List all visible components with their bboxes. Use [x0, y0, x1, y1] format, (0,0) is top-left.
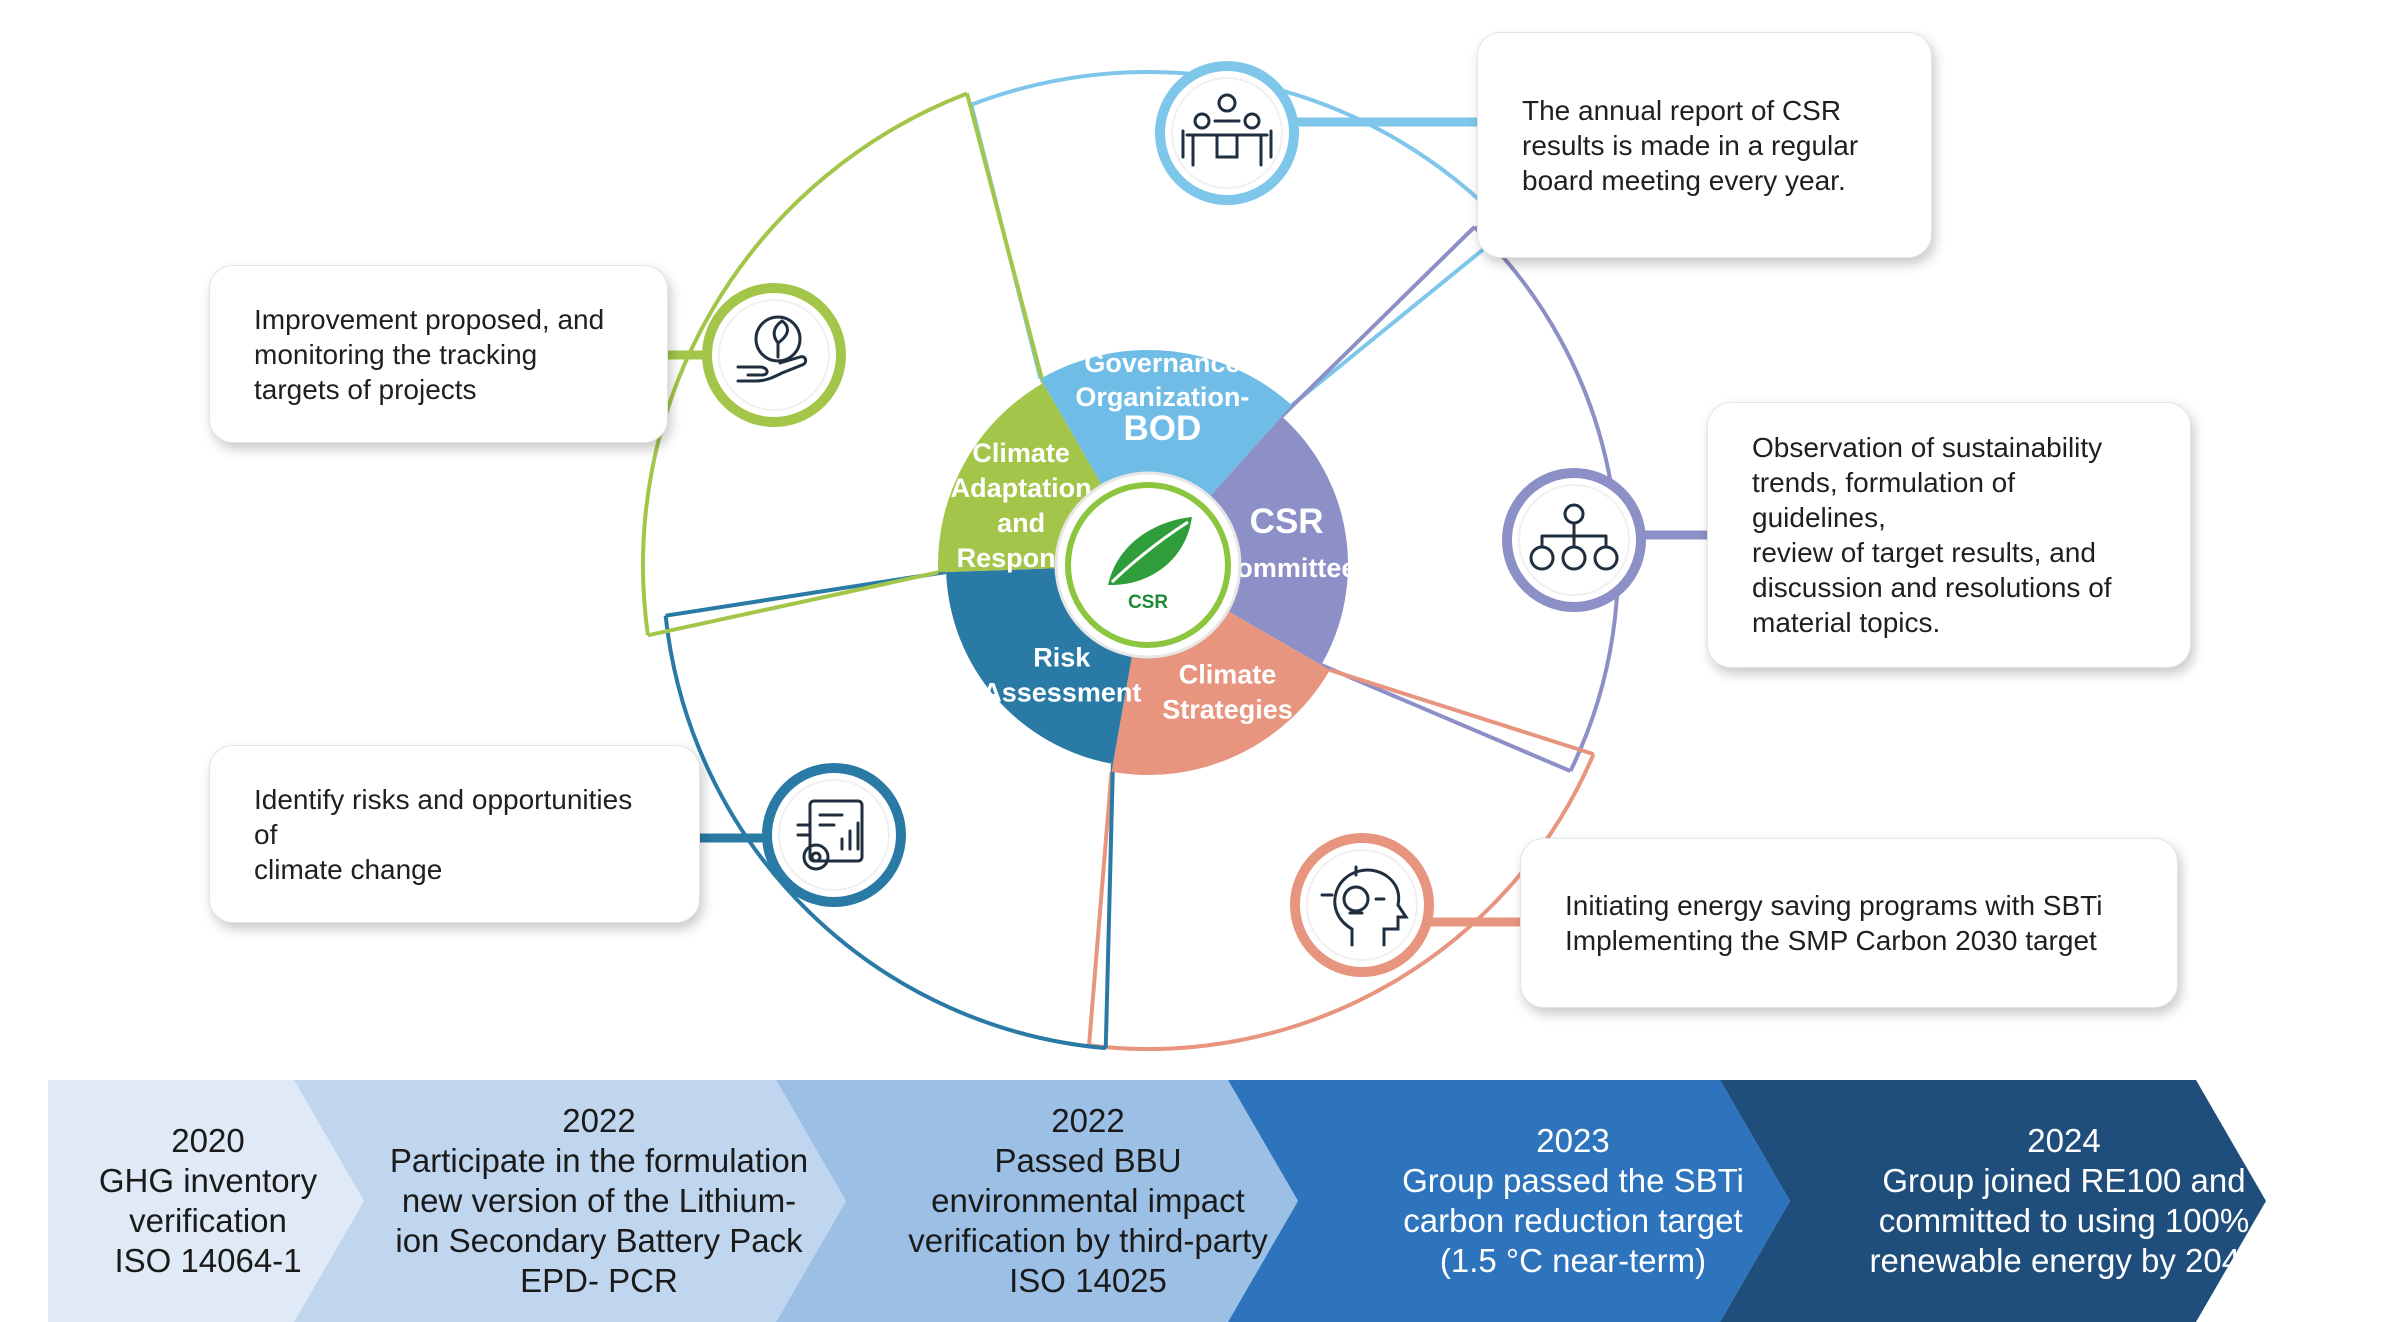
sector-label-governance: BOD — [1123, 409, 1201, 448]
ring-divider-csr — [1280, 225, 1476, 418]
timeline-chevron — [294, 1080, 846, 1322]
sector-label-csr: CSR — [1250, 502, 1324, 541]
csr-logo-text: CSR — [1128, 592, 1168, 613]
sector-csr — [1148, 416, 1348, 665]
sector-label-risk: Assessment — [982, 678, 1141, 708]
milestone-2022-bbu: 2022 Passed BBU environmental impact ver… — [848, 1080, 1328, 1322]
milestone-2022-bbu-text: 2022 Passed BBU environmental impact ver… — [908, 1102, 1268, 1299]
idea-head-icon — [1290, 833, 1434, 977]
sector-label-strategies: Climate — [1179, 659, 1277, 689]
milestone-timeline: 2020 GHG inventory verification ISO 1406… — [48, 1080, 2384, 1322]
milestone-2020-text: 2020 GHG inventory verification ISO 1406… — [98, 1122, 318, 1279]
ring-divider-end-csr — [1320, 663, 1572, 773]
sector-label-governance: Governance — [1084, 348, 1240, 378]
sector-label-adaptation: Adaptation — [951, 473, 1092, 503]
ring-segment-adaptation — [641, 91, 968, 636]
callout-csr-committee-text: Observation of sustainability trends, fo… — [1752, 432, 2112, 638]
timeline-chevrons — [48, 1080, 2266, 1322]
analysis-gear-icon — [762, 763, 906, 907]
milestone-2024: 2024 Group joined RE100 and committed to… — [1818, 1080, 2310, 1322]
csr-logo: CSR — [1054, 471, 1242, 659]
milestone-2023: 2023 Group passed the SBTi carbon reduct… — [1338, 1080, 1808, 1322]
timeline-chevron — [48, 1080, 364, 1322]
callout-governance: The annual report of CSR results is made… — [1477, 32, 1932, 258]
milestone-2024-text: 2024 Group joined RE100 and committed to… — [1869, 1122, 2259, 1279]
board-meeting-icon — [1155, 61, 1299, 205]
milestone-2023-text: 2023 Group passed the SBTi carbon reduct… — [1402, 1122, 1744, 1279]
sector-label-governance: Organization- — [1075, 382, 1249, 412]
sector-label-adaptation: and — [997, 508, 1045, 538]
ring-divider-end-strategies — [1087, 771, 1114, 1046]
icon-badges — [702, 61, 1646, 977]
callout-csr-committee: Observation of sustainability trends, fo… — [1707, 402, 2191, 668]
callout-climate-adaptation-text: Improvement proposed, and monitoring the… — [254, 303, 605, 405]
timeline-chevron — [776, 1080, 1298, 1322]
sector-governance — [1040, 350, 1292, 565]
callout-risk-assessment-text: Identify risks and opportunities of clim… — [254, 783, 633, 885]
callout-climate-strategies: Initiating energy saving programs with S… — [1520, 838, 2178, 1008]
ring-segment-strategies — [1088, 753, 1596, 1051]
timeline-chevron — [1720, 1080, 2266, 1322]
ring-divider-strategies — [1329, 668, 1595, 757]
ring-divider-adaptation — [647, 570, 939, 638]
callout-governance-text: The annual report of CSR results is made… — [1522, 94, 1859, 196]
callout-climate-strategies-text: Initiating energy saving programs with S… — [1565, 890, 2103, 956]
ring-segment-risk — [663, 615, 1106, 1051]
ring-divider-end-adaptation — [965, 93, 1045, 384]
ring-divider-end-governance — [1290, 227, 1510, 407]
sector-label-risk: Risk — [1033, 643, 1091, 673]
sector-label-strategies: Strategies — [1162, 694, 1293, 724]
milestone-2020: 2020 GHG inventory verification ISO 1406… — [48, 1080, 368, 1322]
sector-label-adaptation: Climate — [972, 438, 1070, 468]
callout-climate-adaptation: Improvement proposed, and monitoring the… — [209, 265, 668, 443]
timeline-chevron — [1228, 1080, 1790, 1322]
org-chart-icon — [1502, 468, 1646, 612]
milestone-2022-epd: 2022 Participate in the formulation new … — [358, 1080, 840, 1322]
ring-divider-risk — [1103, 763, 1115, 1049]
milestone-2022-epd-text: 2022 Participate in the formulation new … — [389, 1102, 809, 1299]
hand-plant-icon — [702, 283, 846, 427]
callout-risk-assessment: Identify risks and opportunities of clim… — [209, 745, 700, 923]
